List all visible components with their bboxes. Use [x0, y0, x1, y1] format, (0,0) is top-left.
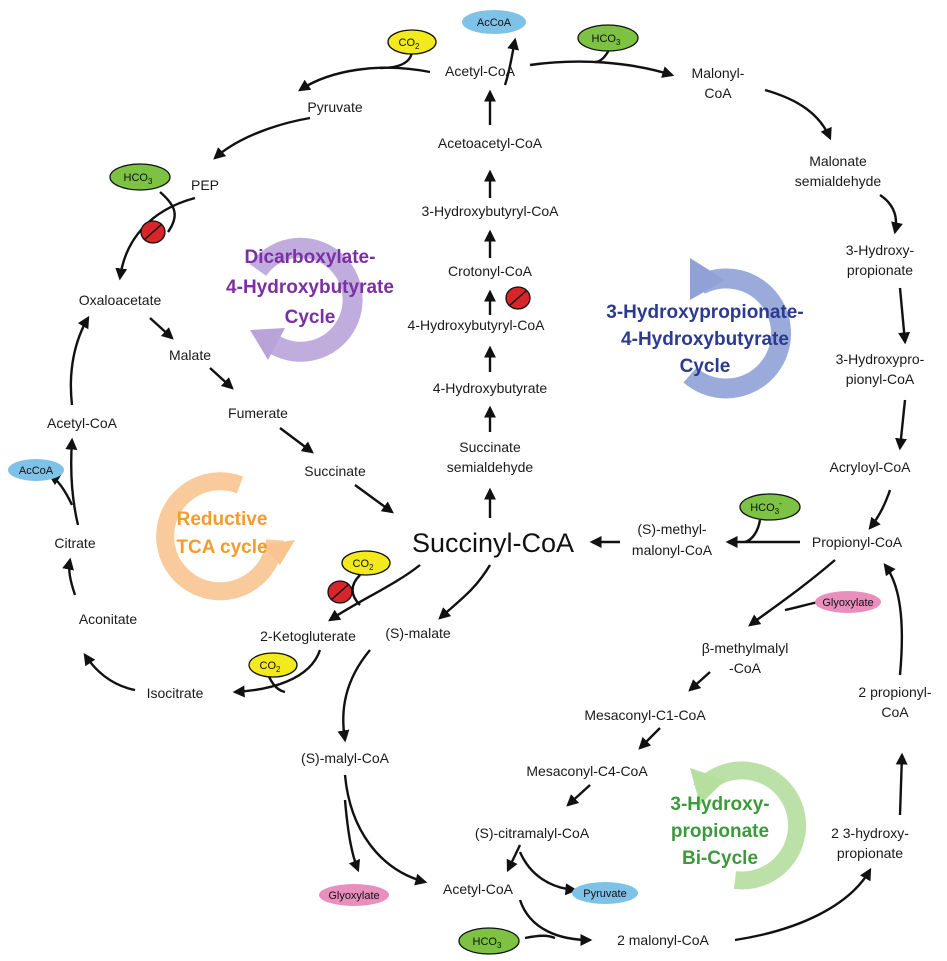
aconitate-label: Aconitate — [79, 611, 138, 627]
svg-text:CO2: CO2 — [399, 37, 421, 51]
crotonyl-coa-label: Crotonyl-CoA — [448, 263, 533, 279]
malonyl-coa-label-1: Malonyl- — [692, 65, 745, 81]
beta-methylmalyl-coa-label-1: β-methylmalyl — [702, 640, 789, 656]
svg-text:HCO3: HCO3 — [124, 172, 153, 186]
3-hydroxypropionate-label-2: propionate — [847, 262, 913, 278]
hco3-pill-top: HCO3 — [577, 24, 639, 52]
2-malonyl-coa-label: 2 malonyl-CoA — [617, 932, 709, 948]
svg-text:HCO3: HCO3 — [592, 33, 621, 47]
citrate-label: Citrate — [54, 535, 95, 551]
mesaconyl-c4-coa-label: Mesaconyl-C4-CoA — [526, 763, 648, 779]
hp4hb-title-line-3: Cycle — [680, 356, 731, 377]
hco3-pill-pep: HCO3 — [109, 163, 171, 191]
hpbi-title-line-1: 3-Hydroxy- — [670, 794, 769, 815]
co2-pill-ketoglutarate: CO2 — [341, 550, 391, 576]
isocitrate-label: Isocitrate — [147, 685, 204, 701]
3-hydroxybutyryl-coa-label: 3-Hydroxybutyryl-CoA — [422, 203, 560, 219]
pep-label: PEP — [191, 177, 219, 193]
3-hydroxypropionate-label-1: 3-Hydroxy- — [846, 242, 915, 258]
svg-text:Pyruvate: Pyruvate — [583, 888, 626, 900]
svg-text:HCO3-: HCO3- — [750, 499, 782, 516]
svg-text:CO2: CO2 — [353, 558, 375, 572]
rtca-cycle-arrow-icon — [156, 472, 295, 601]
oxygen-icon-2 — [505, 286, 531, 310]
2-3-hydroxypropionate-label-1: 2 3-hydroxy- — [831, 825, 909, 841]
mesaconyl-c1-coa-label: Mesaconyl-C1-CoA — [584, 707, 706, 723]
svg-text:AcCoA: AcCoA — [477, 17, 512, 29]
acetyl-coa-bottom-label: Acetyl-CoA — [443, 881, 514, 897]
accoa-pill-left: AcCoA — [8, 459, 64, 481]
glyoxylate-pill-right: Glyoxylate — [815, 591, 881, 613]
co2-pill-isocitrate: CO2 — [248, 652, 298, 678]
dc4hb-title-line-2: 4-Hydroxybutyrate — [226, 277, 394, 298]
succinyl-coa-label: Succinyl-CoA — [412, 528, 574, 558]
glyoxylate-pill-bottom: Glyoxylate — [319, 884, 389, 906]
hco3-pill-propionyl: HCO3- — [739, 493, 801, 521]
2-propionyl-coa-label-2: CoA — [881, 704, 909, 720]
malate-label: Malate — [169, 347, 211, 363]
succinate-semialdehyde-label-2: semialdehyde — [447, 459, 534, 475]
rtca-title-line-2: TCA cycle — [176, 537, 267, 558]
reaction-arrows — [47, 37, 911, 946]
malonyl-coa-label-2: CoA — [704, 85, 732, 101]
4-hydroxybutyryl-coa-label: 4-Hydroxybutyryl-CoA — [408, 317, 546, 333]
svg-text:Glyoxylate: Glyoxylate — [822, 597, 873, 609]
pyruvate-pill-bottom: Pyruvate — [572, 882, 638, 904]
methylmalonyl-coa-label-2: malonyl-CoA — [632, 542, 713, 558]
4-hydroxybutyrate-label: 4-Hydroxybutyrate — [433, 380, 548, 396]
3-hydroxypropionyl-coa-label-2: pionyl-CoA — [846, 371, 915, 387]
svg-text:Glyoxylate: Glyoxylate — [328, 890, 379, 902]
malonate-semialdehyde-label-2: semialdehyde — [795, 173, 882, 189]
oxygen-icon-3 — [327, 580, 353, 604]
accoa-pill-top: AcCoA — [462, 10, 526, 34]
acetyl-coa-left-label: Acetyl-CoA — [47, 415, 118, 431]
hp4hb-title-line-2: 4-Hydroxybutyrate — [621, 329, 789, 350]
oxaloacetate-label: Oxaloacetate — [79, 292, 162, 308]
s-citramalyl-coa-label: (S)-citramalyl-CoA — [475, 825, 590, 841]
dc4hb-cycle-arrow-icon — [249, 237, 363, 362]
acetyl-coa-top-label: Acetyl-CoA — [445, 63, 516, 79]
succinate-label: Succinate — [304, 463, 366, 479]
svg-text:CO2: CO2 — [260, 660, 282, 674]
svg-text:HCO3: HCO3 — [473, 936, 502, 950]
dc4hb-title-line-3: Cycle — [285, 307, 336, 328]
methylmalonyl-coa-label-1: (S)-methyl- — [637, 521, 707, 537]
s-malate-label: (S)-malate — [385, 625, 451, 641]
fumerate-label: Fumerate — [228, 405, 288, 421]
co2-pill-top: CO2 — [387, 29, 437, 55]
hco3-pill-bottom: HCO3 — [458, 927, 520, 955]
2-ketogluterate-label: 2-Ketogluterate — [260, 628, 356, 644]
malonate-semialdehyde-label-1: Malonate — [809, 153, 867, 169]
hpbi-title-line-2: propionate — [671, 821, 769, 842]
propionyl-coa-label: Propionyl-CoA — [812, 534, 903, 550]
3-hydroxypropionyl-coa-label-1: 3-Hydroxypro- — [836, 351, 925, 367]
hp4hb-cycle-arrow-icon — [683, 258, 791, 399]
acetoacetyl-coa-label: Acetoacetyl-CoA — [438, 135, 543, 151]
acryloyl-coa-label: Acryloyl-CoA — [830, 459, 912, 475]
rtca-title-line-1: Reductive — [177, 509, 268, 530]
svg-text:AcCoA: AcCoA — [19, 465, 54, 477]
beta-methylmalyl-coa-label-2: -CoA — [729, 660, 762, 676]
2-propionyl-coa-label-1: 2 propionyl- — [858, 684, 931, 700]
succinate-semialdehyde-label-1: Succinate — [459, 439, 521, 455]
hpbi-title-line-3: Bi-Cycle — [682, 848, 758, 869]
hp4hb-title-line-1: 3-Hydroxypropionate- — [606, 302, 803, 323]
oxygen-icon-1 — [140, 220, 166, 244]
s-malyl-coa-label: (S)-malyl-CoA — [301, 750, 390, 766]
hpbi-cycle-arrow-icon — [690, 761, 807, 890]
metabolite-labels: Acetyl-CoA Pyruvate PEP Oxaloacetate Mal… — [47, 63, 932, 948]
dc4hb-title-line-1: Dicarboxylate- — [245, 247, 376, 268]
2-3-hydroxypropionate-label-2: propionate — [837, 845, 903, 861]
pyruvate-label: Pyruvate — [307, 99, 362, 115]
